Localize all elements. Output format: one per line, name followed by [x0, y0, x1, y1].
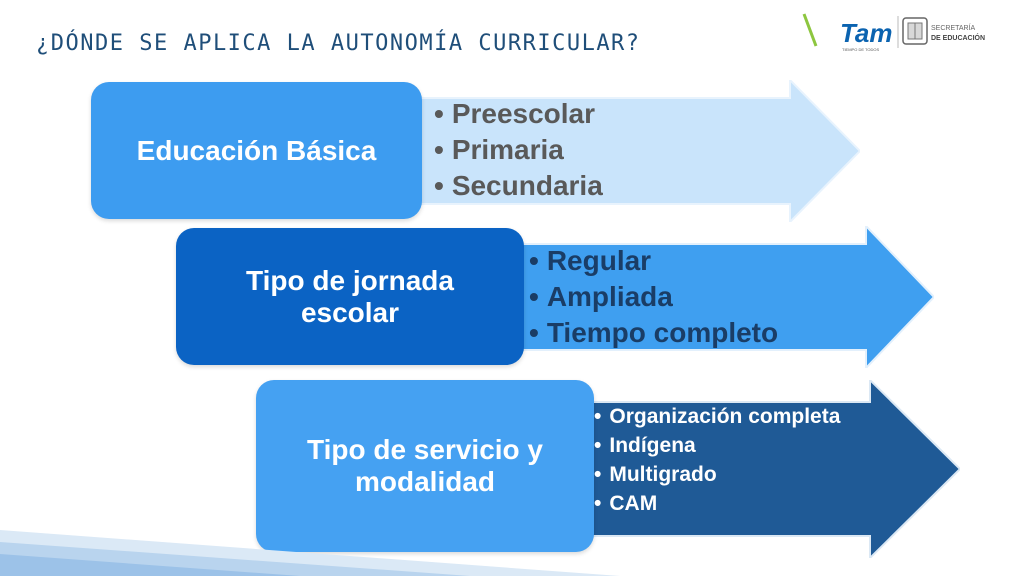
coat-of-arms-icon [902, 17, 928, 45]
row2-box-line2: escolar [300, 296, 400, 328]
row3-arrow [588, 380, 960, 558]
logo-brand: Tam [840, 18, 893, 48]
list-item: •Regular [529, 245, 652, 276]
row3-list: •Organización completa •Indígena •Multig… [594, 402, 840, 518]
list-item: •Secundaria [434, 170, 603, 201]
list-item: •CAM [594, 492, 658, 515]
logo-tagline: TIEMPO DE TODOS [842, 47, 880, 52]
slide-title: ¿DÓNDE SE APLICA LA AUTONOMÍA CURRICULAR… [36, 31, 641, 56]
row2-box: Tipo de jornada escolar [176, 228, 524, 365]
logo-group: Tam TIEMPO DE TODOS SECRETARÍA DE EDUCAC… [798, 10, 998, 54]
logo-org-line1: SECRETARÍA [931, 23, 976, 32]
list-item: •Organización completa [594, 405, 841, 428]
list-item: •Primaria [434, 134, 564, 165]
list-item: •Preescolar [434, 98, 596, 129]
row3-box-line2: modalidad [354, 466, 495, 497]
row2-arrow [518, 226, 934, 368]
row2-box-line1: Tipo de jornada [246, 264, 454, 296]
row1-arrow [420, 80, 860, 222]
decorative-bottom-bars [0, 520, 620, 581]
row1-list: •Preescolar •Primaria •Secundaria [434, 96, 603, 204]
row1-box-text: Educación Básica [136, 134, 377, 166]
row2-list: •Regular •Ampliada •Tiempo completo [529, 243, 778, 351]
list-item: •Ampliada [529, 281, 673, 312]
row3-box-line1: Tipo de servicio y [306, 434, 544, 465]
logo-org-line2: DE EDUCACIÓN [931, 33, 985, 42]
list-item: •Multigrado [594, 463, 717, 486]
list-item: •Indígena [594, 434, 696, 457]
row1-box: Educación Básica [91, 82, 422, 219]
logo-mark: Tam TIEMPO DE TODOS SECRETARÍA DE EDUCAC… [802, 13, 985, 52]
row3-box: Tipo de servicio y modalidad [256, 380, 594, 552]
list-item: •Tiempo completo [529, 317, 779, 348]
